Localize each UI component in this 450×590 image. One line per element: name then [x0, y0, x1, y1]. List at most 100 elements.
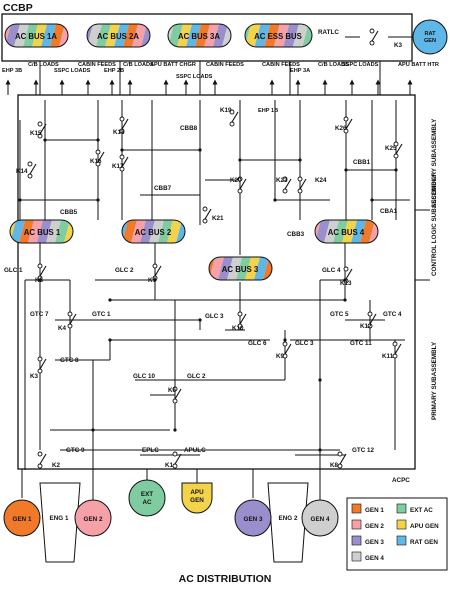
bus-stripe [64, 220, 73, 243]
relay-label: K19 [220, 107, 232, 114]
apu-gen-label: APU [190, 489, 204, 496]
bus-stripe-bg [244, 23, 313, 48]
relay-contact [343, 116, 349, 122]
bus-stripe [68, 24, 83, 47]
junction-dot [108, 298, 112, 302]
bus-stripe [10, 220, 16, 243]
bus-stripe [315, 220, 330, 243]
bus-stripe [245, 257, 260, 280]
relay-label: K23 [276, 177, 288, 184]
relay-label: K10 [232, 325, 244, 332]
load-label: CABIN FEEDS [262, 62, 300, 68]
relay-contact [282, 176, 288, 182]
relay-arm [121, 118, 129, 130]
legend-label: GEN 2 [365, 523, 384, 530]
engine-1-label: ENG 1 [50, 515, 69, 522]
relay-arm [239, 313, 247, 325]
bus-stripe [236, 257, 251, 280]
relay-contact [119, 116, 125, 122]
bus-stripe [96, 24, 111, 47]
gen-1-label: GEN 1 [13, 516, 32, 523]
bus-stripe [324, 220, 339, 243]
bus-stripe-bg [314, 219, 379, 244]
bus-stripe [204, 24, 219, 47]
rat-gen-label-2: GEN [424, 38, 436, 44]
bus-stripe [105, 24, 120, 47]
bus-stripe [209, 257, 224, 280]
relay-label: K14 [16, 168, 28, 175]
relay-contact [37, 451, 43, 457]
ac-bus-1: AC BUS 1 [9, 219, 74, 244]
legend-label: GEN 3 [365, 539, 384, 546]
relay-arm [121, 156, 129, 168]
bus-stripe [5, 24, 20, 47]
contactor-label: GLC 4 [322, 267, 341, 274]
relay-arm [69, 313, 77, 325]
bus-stripe [342, 220, 357, 243]
relay-contact [297, 176, 303, 182]
bus-stripe [378, 220, 393, 243]
junction-dot [343, 278, 347, 282]
junction-dot [273, 198, 277, 202]
bus-stripe [19, 220, 34, 243]
relay-arm [39, 265, 47, 277]
relay-arm [231, 111, 239, 123]
relay-contact [67, 311, 73, 317]
load-label: C/B LOADS [123, 62, 154, 68]
bus-stripe [122, 220, 137, 243]
bus-stripes [245, 24, 312, 47]
bus-stripes [168, 24, 231, 47]
bus-stripe [28, 220, 43, 243]
apu-gen-label-2: GEN [190, 497, 204, 504]
bus-stripe-bg [9, 219, 74, 244]
load-label: C/B LOADS [28, 62, 59, 68]
load-label: SSPC LOADS [342, 62, 379, 68]
rat-gen-circle [412, 19, 448, 55]
relay-label: K9 [276, 353, 285, 360]
breaker-label: CBB8 [180, 125, 198, 132]
relay-contact [27, 161, 33, 167]
junction-dot [18, 198, 22, 202]
legend-swatch [396, 503, 407, 514]
relay-label: K20 [230, 177, 242, 184]
ccbp-bus-3a: AC BUS 3A [167, 23, 232, 48]
relay-label: K12 [360, 323, 372, 330]
relay-label: K25 [385, 145, 397, 152]
legend-swatch [396, 519, 407, 530]
relay-contact [369, 40, 375, 46]
contactor-label: GLC 1 [4, 267, 23, 274]
legend-swatch [351, 551, 362, 562]
load-label: EHP 2B [104, 68, 124, 74]
relay-label: K13 [340, 280, 352, 287]
ccbp-bus-3a-label: AC BUS 3A [178, 32, 220, 41]
ccbp-bus-2a-label: AC BUS 2A [97, 32, 139, 41]
breaker-label: CBB5 [60, 209, 78, 216]
bus-stripe [122, 220, 128, 243]
contactor-label: GTC 5 [330, 311, 349, 318]
relay-contact [369, 28, 375, 34]
bus-stripe [123, 24, 138, 47]
bus-stripe [149, 220, 164, 243]
junction-dot [91, 428, 95, 432]
gen-4-source: GEN 4 [301, 499, 339, 537]
load-label: EHP 3B [2, 68, 22, 74]
bus-stripe [132, 24, 147, 47]
engine-2-label: ENG 2 [279, 515, 298, 522]
relay-contact [37, 463, 43, 469]
ac-bus-1-label: AC BUS 1 [24, 228, 61, 237]
relay-arm [369, 313, 377, 325]
relay-contact [282, 341, 288, 347]
relay-contact [229, 121, 235, 127]
legend-label: GEN 4 [365, 555, 384, 562]
gen-1-source: GEN 1 [3, 499, 41, 537]
ext-ac-label: EXT [141, 491, 153, 498]
contactor-label: APULC [184, 447, 206, 454]
contactor-label: GLC 2 [187, 373, 206, 380]
junction-dot [108, 338, 112, 342]
junction-dot [120, 148, 124, 152]
relay-arm [339, 453, 347, 465]
relay-arm [97, 151, 105, 163]
relay-contact [237, 311, 243, 317]
bus-stripes [315, 220, 393, 243]
